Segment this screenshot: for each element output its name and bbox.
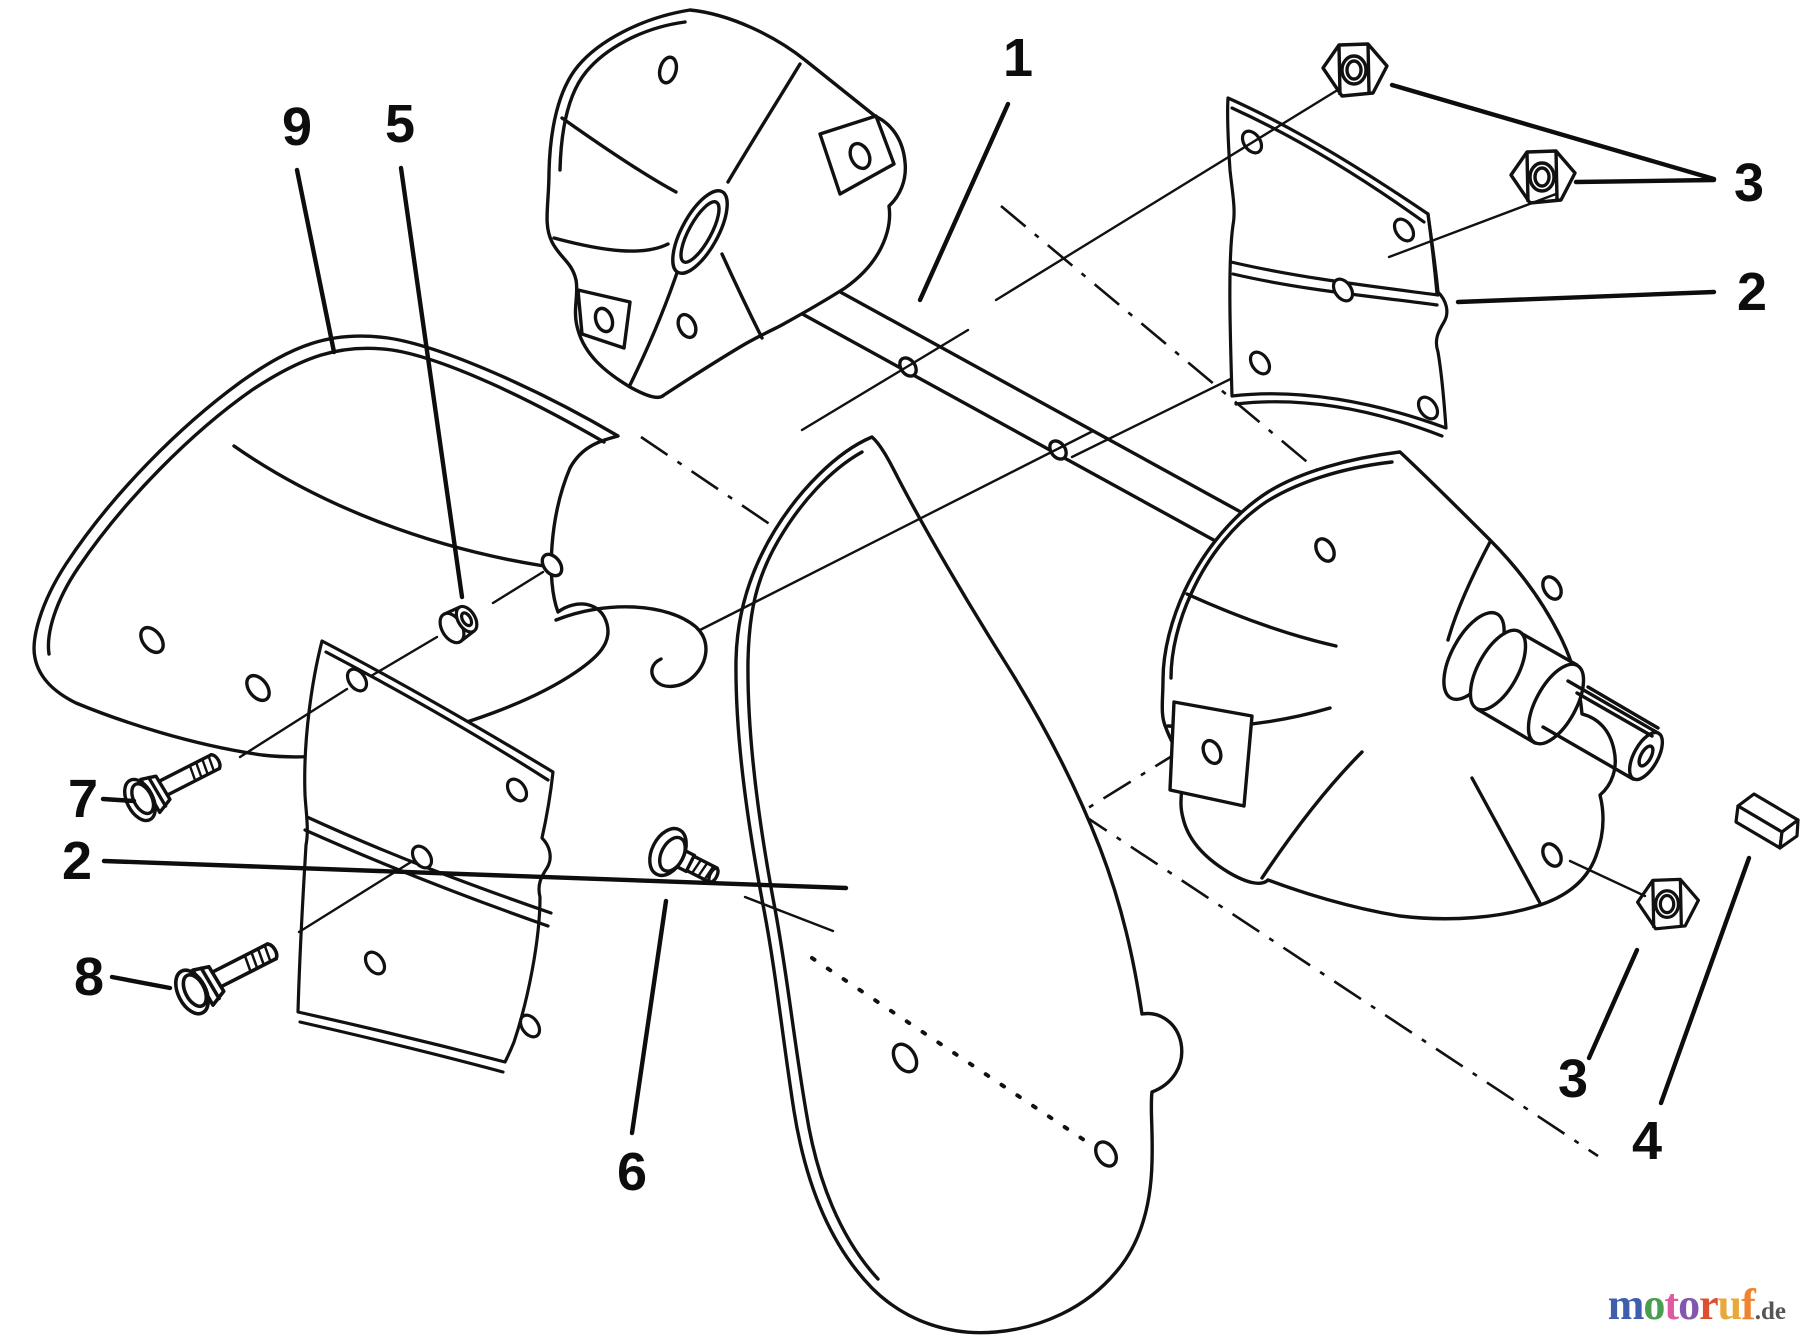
paddle-hub-right bbox=[1160, 450, 1665, 921]
watermark-letter: o bbox=[1643, 1280, 1665, 1329]
blade-hole bbox=[245, 673, 271, 703]
hub-hole bbox=[1541, 575, 1563, 601]
watermark-letter: o bbox=[1678, 1280, 1700, 1329]
centerline-v-lower-arm bbox=[1079, 811, 1599, 1158]
hub-hole bbox=[657, 55, 679, 85]
callout-label-6: 6 bbox=[617, 1142, 647, 1202]
hub-hole bbox=[1314, 537, 1336, 563]
blade-hole bbox=[139, 625, 165, 655]
hub-hole bbox=[676, 312, 698, 340]
watermark: motoruf.de bbox=[1608, 1283, 1786, 1327]
bolt-axis-lines-shaft bbox=[698, 328, 1259, 632]
callout-label-9: 9 bbox=[282, 97, 312, 157]
watermark-text: motoruf bbox=[1607, 1280, 1756, 1329]
blade-edge-inner-line bbox=[746, 450, 880, 1281]
centerline-upper bbox=[1000, 205, 1350, 498]
auger-blade-left bbox=[32, 334, 708, 759]
square-key-4 bbox=[1734, 792, 1800, 850]
blade-hole bbox=[891, 1042, 919, 1074]
plate-hole bbox=[410, 844, 434, 870]
watermark-suffix: .de bbox=[1754, 1298, 1786, 1325]
callout-label-8: 8 bbox=[74, 947, 104, 1007]
callout-label-1: 1 bbox=[1003, 28, 1033, 88]
callout-label-2-left: 2 bbox=[62, 831, 92, 891]
blade-hole bbox=[540, 552, 564, 578]
shaft-collar bbox=[671, 189, 729, 275]
plate-hole bbox=[1416, 395, 1440, 421]
callout-label-4: 4 bbox=[1632, 1111, 1662, 1171]
plate-hole bbox=[363, 950, 387, 976]
callout-label-3-top: 3 bbox=[1734, 153, 1764, 213]
watermark-letter: u bbox=[1717, 1280, 1743, 1329]
wear-plate-left bbox=[296, 639, 555, 1074]
plate-hole bbox=[518, 1013, 542, 1039]
blade-crease-line bbox=[232, 444, 546, 568]
hub-hole bbox=[1541, 842, 1563, 868]
auger-blade-lower bbox=[734, 435, 1184, 1335]
callout-label-3-bottom: 3 bbox=[1558, 1049, 1588, 1109]
callout-label-2-right: 2 bbox=[1737, 262, 1767, 322]
keyway-slot bbox=[1575, 685, 1660, 738]
plate-hole bbox=[1248, 350, 1272, 376]
plate-hole bbox=[505, 777, 529, 803]
callout-label-7: 7 bbox=[68, 769, 98, 829]
output-shaft-end bbox=[1627, 730, 1665, 782]
blade-rim-inner-line bbox=[46, 346, 606, 656]
callout-label-5: 5 bbox=[385, 94, 415, 154]
watermark-letter: t bbox=[1664, 1280, 1679, 1329]
plate-hole bbox=[1331, 277, 1355, 303]
blade-curl-tip bbox=[554, 605, 708, 688]
hidden-bolt-line bbox=[810, 956, 1098, 1150]
callout-labels: 9 5 1 3 2 7 2 8 6 3 4 bbox=[62, 28, 1767, 1202]
blade-hole bbox=[1094, 1140, 1118, 1168]
hub-hole bbox=[1201, 738, 1223, 766]
watermark-letter: m bbox=[1607, 1280, 1645, 1329]
paddle-hub-left bbox=[545, 8, 908, 400]
watermark-letter: r bbox=[1699, 1280, 1719, 1329]
callout-leader-lines bbox=[100, 82, 1752, 1136]
hub-hole bbox=[848, 141, 872, 171]
watermark-letter: f bbox=[1741, 1280, 1756, 1329]
plate-hole bbox=[345, 667, 369, 693]
plate-hole bbox=[1392, 217, 1416, 243]
hub-hole bbox=[593, 306, 615, 334]
